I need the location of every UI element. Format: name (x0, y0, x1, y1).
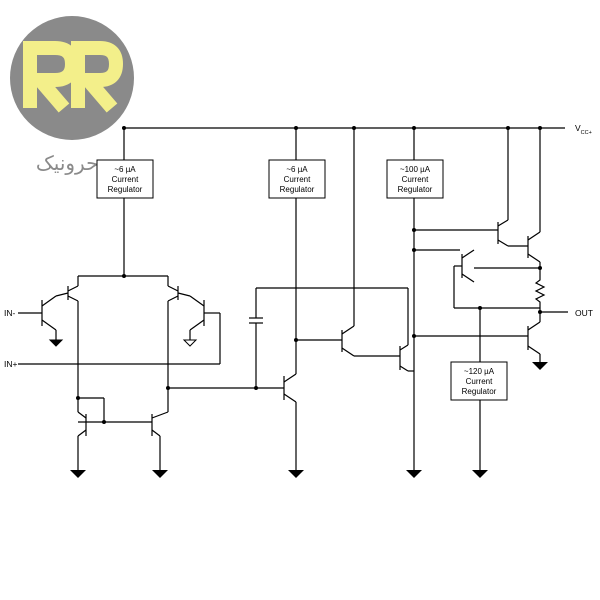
regulator-3: ~100 µA Current Regulator (386, 128, 444, 199)
svg-text:Regulator: Regulator (462, 387, 497, 396)
vcc-label: VCC+ (575, 123, 592, 136)
logo-letters (23, 41, 124, 113)
input-stage: IN- IN+ (4, 198, 284, 478)
regulator-1: ~6 µA Current Regulator (96, 128, 154, 199)
svg-text:Regulator: Regulator (108, 185, 143, 194)
svg-text:~120 µA: ~120 µA (464, 367, 495, 376)
vcc-rail: VCC+ (122, 123, 592, 136)
output-stage: OUT (414, 128, 593, 478)
in-plus-label: IN+ (4, 359, 18, 369)
out-label: OUT (575, 308, 593, 318)
svg-text:Regulator: Regulator (398, 185, 433, 194)
regulator-4: ~120 µA Current Regulator (450, 361, 508, 401)
svg-text:~100 µA: ~100 µA (400, 165, 431, 174)
logo-wordmark: رحرونیک (36, 151, 108, 175)
gain-stage (249, 128, 422, 478)
svg-text:Current: Current (466, 377, 493, 386)
logo: رحرونیک (10, 16, 134, 175)
svg-text:Current: Current (284, 175, 311, 184)
svg-text:Current: Current (402, 175, 429, 184)
svg-text:~6 µA: ~6 µA (114, 165, 136, 174)
svg-text:Regulator: Regulator (280, 185, 315, 194)
in-minus-label: IN- (4, 308, 16, 318)
svg-text:~6 µA: ~6 µA (286, 165, 308, 174)
svg-text:Current: Current (112, 175, 139, 184)
regulator-2: ~6 µA Current Regulator (268, 128, 326, 199)
